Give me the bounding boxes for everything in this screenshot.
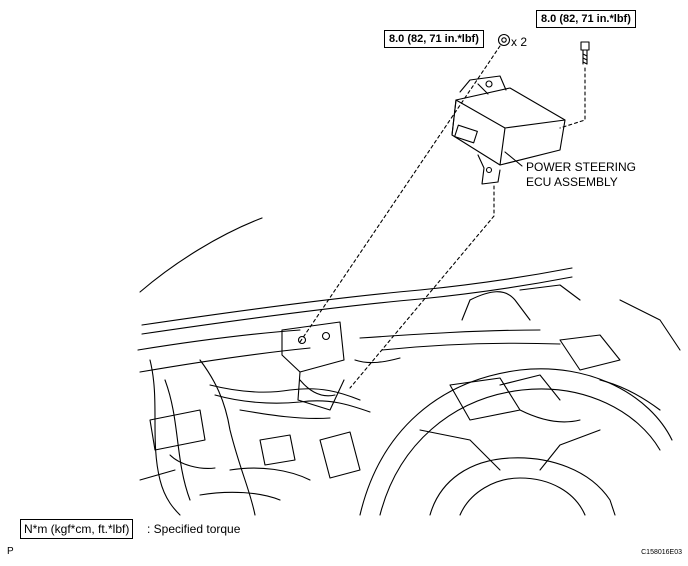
label-leader — [504, 151, 523, 167]
wiring-harness — [139, 357, 401, 516]
figure-id: C158016E03 — [641, 549, 682, 556]
part-label-line2: ECU ASSEMBLY — [526, 175, 618, 189]
part-label-line1: POWER STEERING — [526, 160, 637, 174]
mount-bracket — [281, 321, 345, 411]
legend-description: : Specified torque — [147, 522, 241, 536]
ecu-assembly — [451, 75, 566, 185]
nut-quantity: x 2 — [511, 35, 528, 49]
windshield-edge — [139, 217, 263, 293]
installation-lines — [299, 45, 586, 389]
torque-spec-nut: 8.0 (82, 71 in.*lbf) — [384, 30, 484, 48]
dashboard — [137, 267, 581, 373]
page-mark: P — [7, 546, 14, 557]
steering-wheel — [359, 368, 673, 516]
torque-spec-bolt: 8.0 (82, 71 in.*lbf) — [536, 10, 636, 28]
bolt-icon — [580, 41, 590, 65]
legend-units-box: N*m (kgf*cm, ft.*lbf) — [20, 519, 134, 539]
combination-switch — [449, 299, 681, 423]
nut-icon — [497, 33, 511, 47]
